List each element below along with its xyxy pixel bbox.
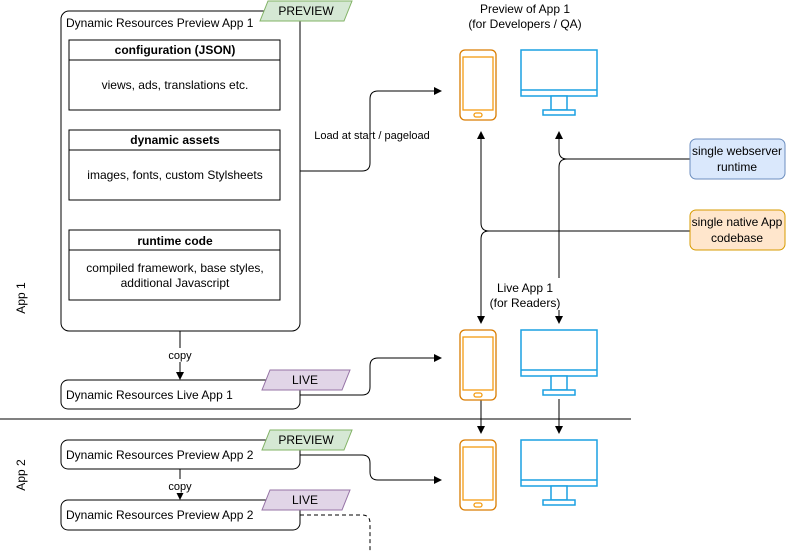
monitor-icon: [520, 329, 598, 396]
preview-badge-label: PREVIEW: [278, 4, 334, 18]
app2-live-badge: LIVE: [261, 489, 351, 511]
load-connector-app2-live: [300, 514, 371, 553]
app1-live-badge: LIVE: [261, 369, 351, 391]
native-line1: single native App: [692, 215, 783, 229]
app2-preview-title: Dynamic Resources Preview App 2: [66, 448, 254, 462]
configuration-box: configuration (JSON) views, ads, transla…: [68, 39, 281, 111]
preview-devices-title-line2: (for Developers / QA): [468, 17, 581, 31]
preview-devices-title-line1: Preview of App 1: [480, 2, 570, 16]
webserver-to-preview-monitor: [555, 131, 690, 160]
app1-live-title: Dynamic Resources Live App 1: [66, 388, 233, 402]
runtime-code-body-line1: compiled framework, base styles,: [86, 261, 263, 275]
load-connector-app2: [300, 454, 442, 484]
webserver-line2: runtime: [717, 160, 757, 174]
dynamic-assets-box: dynamic assets images, fonts, custom Sty…: [68, 129, 281, 201]
dynamic-assets-title: dynamic assets: [130, 133, 220, 147]
dynamic-assets-body: images, fonts, custom Stylsheets: [87, 168, 262, 182]
app1-copy-label: copy: [168, 350, 192, 362]
phone-icon: [459, 329, 497, 401]
app2-live-title: Dynamic Resources Preview App 2: [66, 508, 254, 522]
app2-preview-badge: PREVIEW: [261, 429, 353, 451]
runtime-code-box: runtime code compiled framework, base st…: [68, 229, 281, 301]
app2-side-label: App 2: [14, 459, 28, 491]
webserver-line1: single webserver: [692, 144, 782, 158]
live-badge-label: LIVE: [292, 373, 318, 387]
monitor-icon: [520, 439, 598, 506]
phone-icon: [459, 439, 497, 511]
load-connector-live: [300, 354, 442, 396]
app2-copy-label: copy: [168, 481, 192, 493]
app1-side-label: App 1: [14, 282, 28, 314]
live-devices-title-line2: (for Readers): [490, 296, 561, 310]
runtime-code-body-line2: additional Javascript: [121, 276, 230, 290]
load-label: Load at start / pageload: [314, 130, 430, 142]
app2-preview-badge-label: PREVIEW: [278, 433, 334, 447]
load-connector-preview: [300, 87, 442, 172]
phone-icon: [459, 49, 497, 121]
native-to-preview-phone: [477, 131, 690, 232]
native-line2: codebase: [711, 231, 763, 245]
webserver-runtime-box: single webserver runtime: [689, 138, 786, 180]
configuration-body: views, ads, translations etc.: [102, 78, 249, 92]
monitor-icon: [520, 49, 598, 116]
app2-live-badge-label: LIVE: [292, 493, 318, 507]
configuration-title: configuration (JSON): [115, 43, 236, 57]
webserver-to-live-monitor: [555, 158, 568, 324]
app1-preview-title: Dynamic Resources Preview App 1: [66, 16, 254, 30]
app1-preview-badge: PREVIEW: [259, 0, 353, 22]
native-to-live-phone: [477, 230, 490, 324]
native-app-codebase-box: single native App codebase: [689, 209, 786, 251]
live-devices-title-line1: Live App 1: [497, 281, 553, 295]
runtime-code-title: runtime code: [137, 234, 213, 248]
